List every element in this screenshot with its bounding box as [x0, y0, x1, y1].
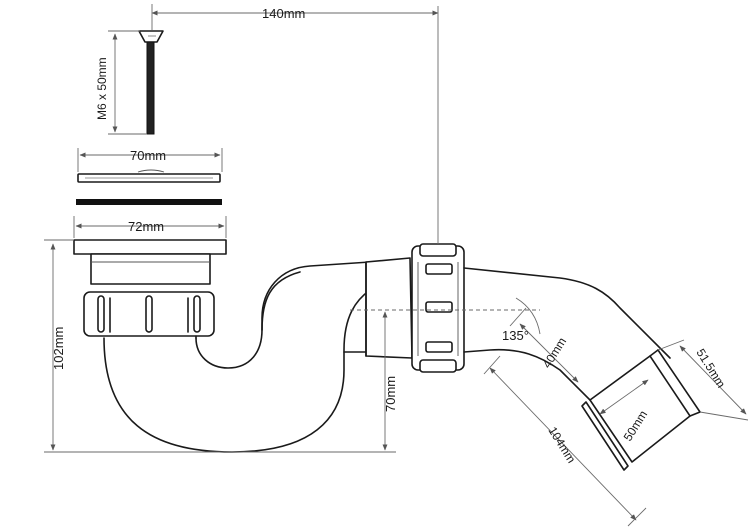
flange-width-label: 72mm [128, 219, 164, 234]
grate [77, 169, 221, 183]
union-nut [411, 243, 465, 373]
screw-size-label: M6 x 50mm [95, 57, 109, 120]
outlet-angle-label: 135° [502, 328, 529, 343]
seal-depth-label: 70mm [383, 376, 398, 412]
sealing-washer [76, 199, 222, 205]
outlet-elbow [463, 267, 701, 471]
dimension-lines [44, 4, 749, 527]
overall-width-label: 140mm [262, 6, 305, 21]
union-sleeve [365, 257, 413, 359]
height-label: 102mm [51, 327, 66, 370]
grate-width-label: 70mm [130, 148, 166, 163]
waste-nut [83, 291, 215, 337]
trap-pipe [103, 261, 371, 453]
waste-flange [73, 239, 227, 285]
screw [138, 30, 164, 135]
outlet-od-label: 51.5mm [693, 346, 728, 390]
outlet-stub-label: 40mm [540, 335, 570, 371]
outlet-length-label: 104mm [545, 424, 578, 465]
